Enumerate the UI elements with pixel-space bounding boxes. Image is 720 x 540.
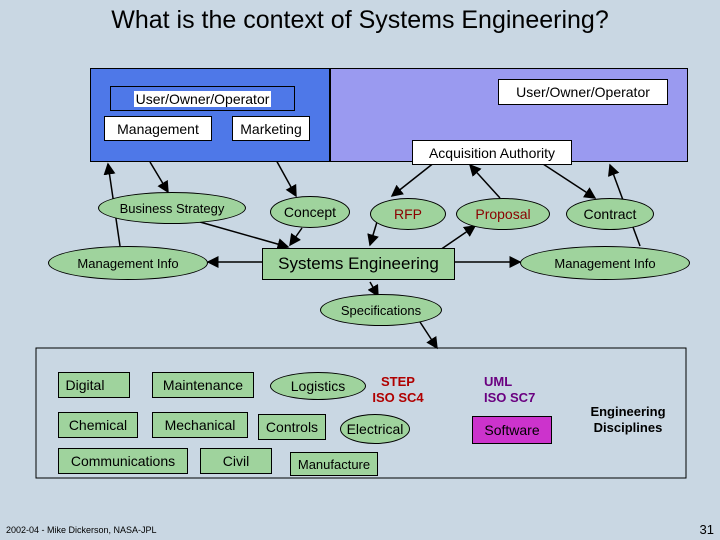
electrical-oval: Electrical <box>340 414 410 444</box>
left-organization-panel <box>90 68 330 162</box>
digital-box: Digital <box>58 372 130 398</box>
disciplines-panel <box>35 347 687 479</box>
iso-sc7-label: ISO SC7 <box>484 390 536 405</box>
marketing-box: Marketing <box>232 116 310 141</box>
management-box: Management <box>104 116 212 141</box>
contract-label: Contract <box>583 206 637 222</box>
logistics-label: Logistics <box>290 378 346 394</box>
proposal-label: Proposal <box>475 206 531 222</box>
step-standard-text: STEP ISO SC4 <box>368 374 428 406</box>
mechanical-label: Mechanical <box>164 417 236 433</box>
acq-to-contract-arrow <box>539 161 597 199</box>
disciplines-label: Disciplines <box>593 420 663 435</box>
communications-box: Communications <box>58 448 188 474</box>
management-label: Management <box>117 120 199 137</box>
software-label: Software <box>484 422 540 438</box>
acquisition-authority-box: Acquisition Authority <box>412 140 572 165</box>
chemical-label: Chemical <box>68 417 128 433</box>
engineering-disciplines-text: Engineering Disciplines <box>578 404 678 436</box>
software-box: Software <box>472 416 552 444</box>
proposal-oval: Proposal <box>456 198 550 230</box>
manufacture-label: Manufacture <box>297 456 371 472</box>
communications-label: Communications <box>70 453 176 469</box>
business-strategy-arrow <box>199 221 290 250</box>
management-info-right-label: Management Info <box>554 255 656 271</box>
acquisition-authority-label: Acquisition Authority <box>428 144 556 161</box>
civil-box: Civil <box>200 448 272 474</box>
step-label: STEP <box>381 374 415 389</box>
business-strategy-label: Business Strategy <box>119 200 225 216</box>
concept-oval: Concept <box>270 196 350 228</box>
right-user-owner-operator-label: User/Owner/Operator <box>516 84 650 100</box>
specs-to-disciplines-arrow <box>419 321 438 350</box>
contract-oval: Contract <box>566 198 654 230</box>
se-to-proposal-arrow <box>439 225 477 251</box>
rfp-label: RFP <box>394 206 422 222</box>
management-info-left-oval: Management Info <box>48 246 208 280</box>
management-to-strategy-arrow <box>149 161 169 194</box>
chemical-box: Chemical <box>58 412 138 438</box>
specifications-label: Specifications <box>340 302 422 318</box>
proposal-to-acq-arrow <box>468 163 501 199</box>
business-strategy-oval: Business Strategy <box>98 192 246 224</box>
specifications-oval: Specifications <box>320 294 442 326</box>
acq-to-rfp-arrow <box>390 161 436 197</box>
concept-label: Concept <box>283 204 337 220</box>
page-title: What is the context of Systems Engineeri… <box>111 6 609 34</box>
digital-label: Digital <box>65 377 105 393</box>
concept-arrow <box>289 227 303 247</box>
mechanical-box: Mechanical <box>152 412 248 438</box>
management-info-left-label: Management Info <box>77 255 179 271</box>
manufacture-box: Manufacture <box>290 452 378 476</box>
systems-engineering-box: Systems Engineering <box>262 248 455 280</box>
electrical-label: Electrical <box>346 421 404 437</box>
engineering-label: Engineering <box>590 404 666 419</box>
marketing-label: Marketing <box>240 120 302 137</box>
right-user-owner-operator-box: User/Owner/Operator <box>498 79 668 105</box>
rfp-oval: RFP <box>370 198 446 230</box>
iso-sc4-label: ISO SC4 <box>372 390 424 405</box>
controls-box: Controls <box>258 414 326 440</box>
maintenance-label: Maintenance <box>162 377 244 393</box>
logistics-oval: Logistics <box>270 372 366 400</box>
management-info-right-oval: Management Info <box>520 246 690 280</box>
footer-credit: 2002-04 - Mike Dickerson, NASA-JPL <box>6 525 157 535</box>
uml-standard-text: UML ISO SC7 <box>470 374 550 406</box>
left-user-owner-operator-label: User/Owner/Operator <box>133 90 272 107</box>
controls-label: Controls <box>265 419 319 435</box>
maintenance-box: Maintenance <box>152 372 254 398</box>
left-user-owner-operator-box: User/Owner/Operator <box>110 86 295 111</box>
civil-label: Civil <box>222 453 250 469</box>
systems-engineering-label: Systems Engineering <box>278 254 439 273</box>
page-number: 31 <box>699 522 714 537</box>
uml-label: UML <box>484 374 513 389</box>
